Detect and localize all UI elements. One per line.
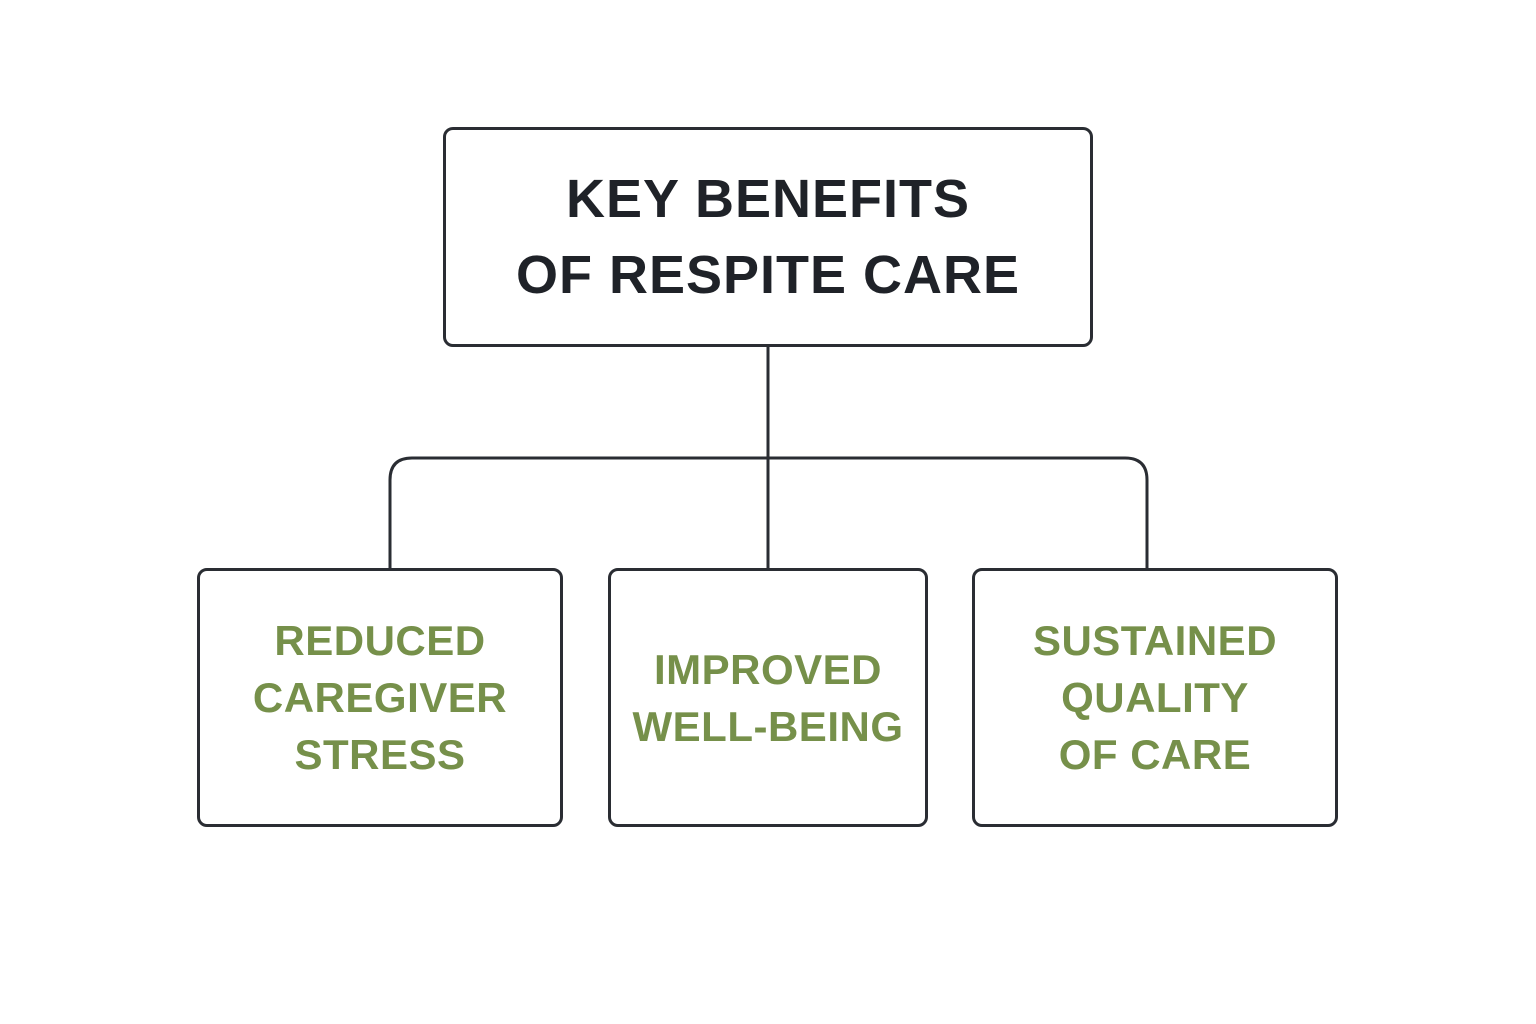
child-node-improved-well-being: IMPROVED WELL-BEING <box>608 568 928 827</box>
child-label-sustained-quality: SUSTAINED QUALITY OF CARE <box>1032 617 1278 778</box>
child-node-reduced-stress: REDUCED CAREGIVER STRESS <box>197 568 563 827</box>
child-label-improved-well-being: IMPROVED WELL-BEING <box>632 645 904 750</box>
root-node: KEY BENEFITS OF RESPITE CARE <box>443 127 1093 347</box>
branch-line <box>388 456 1149 568</box>
child-node-sustained-quality: SUSTAINED QUALITY OF CARE <box>972 568 1338 827</box>
child-label-reduced-stress: REDUCED CAREGIVER STRESS <box>252 617 508 778</box>
root-title: KEY BENEFITS OF RESPITE CARE <box>515 169 1021 305</box>
